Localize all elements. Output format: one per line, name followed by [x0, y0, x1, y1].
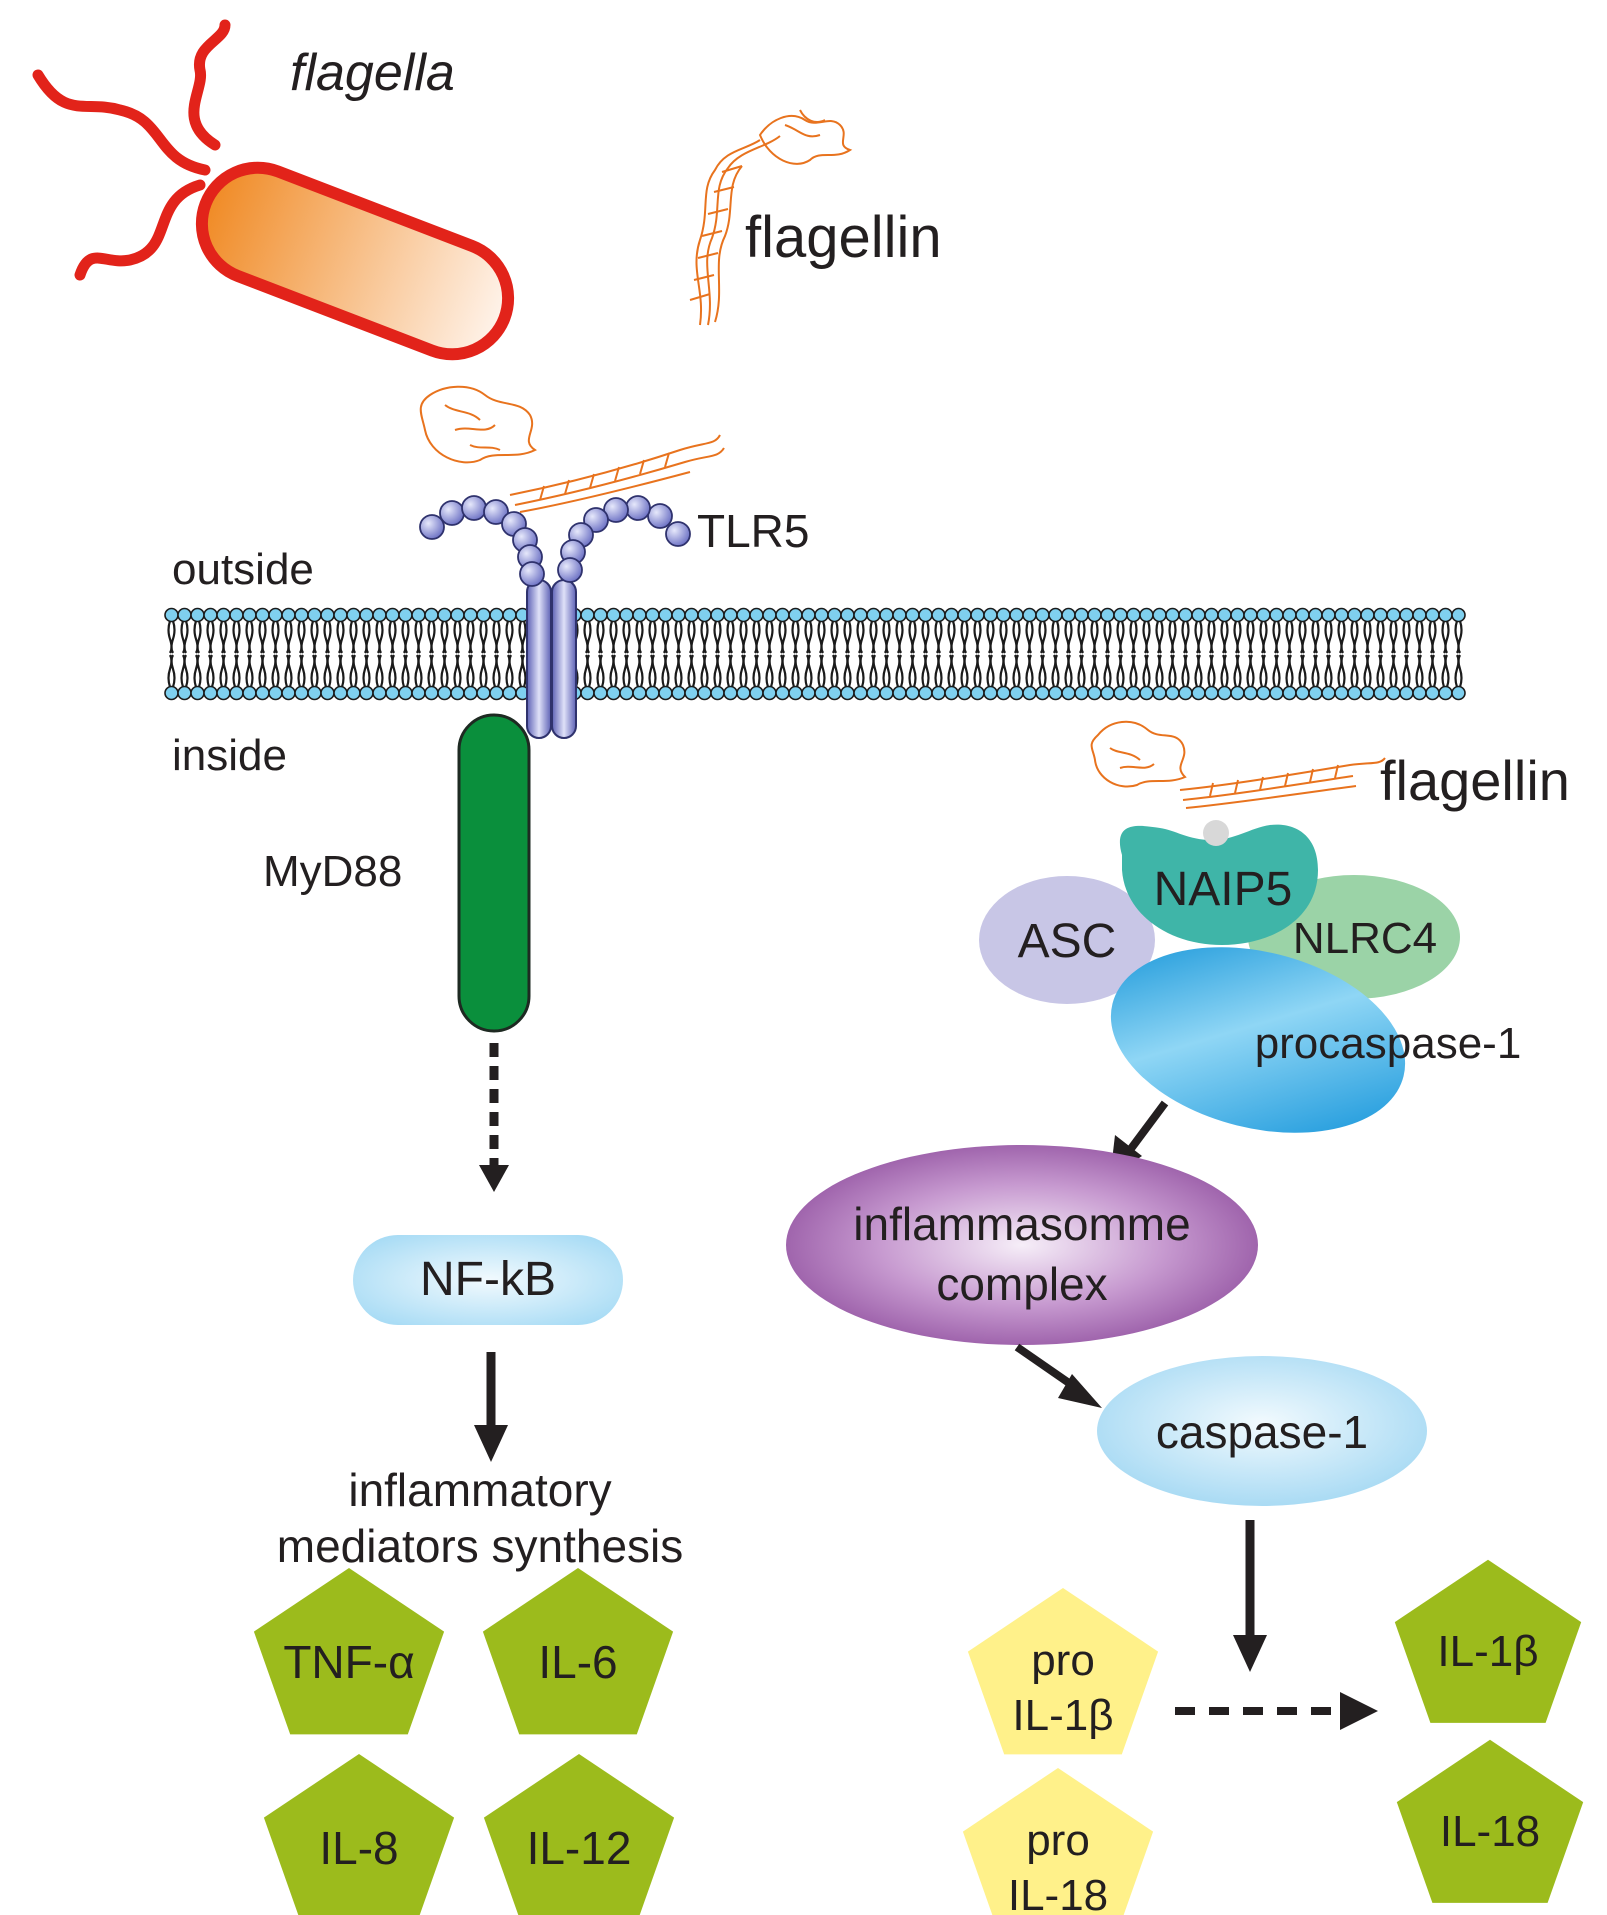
nfkb-node [353, 1235, 623, 1325]
nlrc4-label: NLRC4 [1293, 914, 1437, 963]
flagellin-top-label: flagellin [745, 205, 942, 270]
mature-cytokine-pentagon [1396, 1739, 1584, 1903]
cytokine-label: IL-8 [319, 1822, 398, 1874]
nfkb-label: NF-kB [420, 1253, 556, 1306]
cytokine-label: TNF-α [283, 1636, 414, 1688]
flagellum-1 [188, 19, 231, 151]
pro-cytokine-label-line1: pro [1026, 1816, 1090, 1865]
inflammasome-complex-node [786, 1145, 1258, 1345]
asc-label: ASC [1018, 915, 1117, 968]
myd88-label: MyD88 [263, 847, 402, 896]
pro-cytokine-label-line2: IL-1β [1012, 1691, 1113, 1740]
flagellum-3 [74, 179, 206, 281]
procaspase-1-node [1110, 947, 1406, 1133]
myd88-to-nfkb-arrowhead [479, 1165, 509, 1192]
pro-cytokine-pentagon [962, 1768, 1154, 1915]
pro-cytokine-pentagon [967, 1588, 1159, 1755]
mediators-label-line2: mediators synthesis [277, 1520, 684, 1572]
cytokine-label: IL-12 [527, 1822, 632, 1874]
cytokine-pentagon [253, 1568, 445, 1735]
cytokine-pentagon [482, 1568, 674, 1735]
flagellin-structure-tlr5 [419, 385, 725, 513]
caspase-down-arrowhead [1233, 1635, 1267, 1672]
naip5-label: NAIP5 [1154, 863, 1293, 916]
naip5-node [1119, 824, 1318, 945]
cytokine-pentagon [263, 1754, 455, 1915]
inside-label: inside [172, 731, 287, 780]
asc-node [979, 876, 1155, 1004]
inflammasome-to-caspase-arrowhead [1058, 1374, 1102, 1408]
outside-label: outside [172, 545, 314, 594]
left-cytokines: TNF-α IL-6IL-8 IL-12 [253, 1568, 675, 1915]
flagellum-2 [32, 69, 211, 176]
mediators-label-line1: inflammatory [348, 1464, 611, 1516]
procaspase-1-label: procaspase-1 [1255, 1019, 1522, 1068]
mature-cytokine-label: IL-18 [1440, 1807, 1540, 1856]
caspase-1-node [1097, 1356, 1427, 1506]
cytokine-label: IL-6 [538, 1636, 617, 1688]
flagellin-structure-top [689, 109, 853, 326]
cytokine-pentagon [483, 1754, 675, 1915]
myd88-adapter [457, 713, 531, 1033]
pro-cytokine-label-line1: pro [1031, 1636, 1095, 1685]
flagellin-right-label: flagellin [1380, 749, 1570, 812]
cell-membrane [164, 607, 1466, 701]
mature-cytokine-pentagon [1394, 1559, 1582, 1723]
caspase-1-label: caspase-1 [1156, 1406, 1368, 1458]
inflammasome-label-line2: complex [936, 1258, 1107, 1310]
tlr5-label: TLR5 [697, 505, 809, 557]
pro-to-mature-arrowhead [1340, 1692, 1378, 1730]
nfkb-to-mediators-arrowhead [474, 1425, 508, 1462]
flagella-label: flagella [290, 44, 455, 102]
mature-cytokine-label: IL-1β [1437, 1627, 1538, 1676]
procaspase-to-inflammasome-arrow [1126, 1100, 1169, 1153]
pro-cytokine-label-line2: IL-18 [1008, 1871, 1108, 1915]
bacterium-body [195, 161, 515, 361]
tlr5-receptor [419, 495, 691, 739]
naip5-binding-site [1203, 820, 1229, 846]
flagellin-structure-right [1090, 720, 1386, 809]
inflammasome-label-line1: inflammasomme [853, 1198, 1190, 1250]
bacterium [32, 19, 515, 361]
